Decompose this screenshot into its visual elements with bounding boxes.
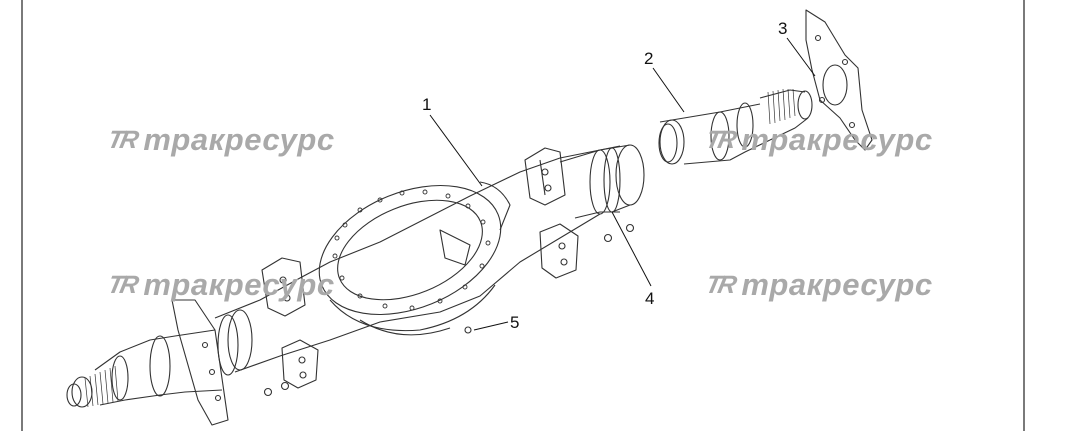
watermark-logo: TR [105, 270, 139, 299]
flange-plate-part-3 [805, 9, 873, 151]
callout-label-5: 5 [510, 313, 520, 332]
watermark-text: тракресурс [741, 122, 933, 157]
watermark-logo: TR [703, 270, 737, 299]
callout-label-2: 2 [644, 49, 654, 68]
axle-housing-part-1 [66, 144, 645, 426]
watermark-top-left: TR тракресурс [105, 122, 335, 158]
leader-line-3 [786, 37, 816, 77]
watermark-text: тракресурс [143, 267, 335, 302]
watermark-top-right: TR тракресурс [703, 122, 933, 158]
watermark-logo: TR [105, 125, 139, 154]
watermark-text: тракресурс [143, 122, 335, 157]
bolts-part-4 [603, 223, 635, 243]
hub-sleeve-part-2 [658, 88, 813, 165]
callout-label-3: 3 [778, 19, 788, 38]
bolt-part-5 [464, 326, 472, 334]
watermark-bottom-left: TR тракресурс [105, 267, 335, 303]
watermark-logo: TR [703, 125, 737, 154]
callout-label-1: 1 [422, 95, 432, 114]
watermark-text: тракресурс [741, 267, 933, 302]
leader-line-1 [429, 114, 483, 187]
watermark-bottom-right: TR тракресурс [703, 267, 933, 303]
leader-line-4 [611, 211, 652, 287]
leader-line-5 [473, 321, 509, 331]
leader-line-2 [652, 67, 685, 113]
leader-lines [429, 37, 816, 331]
callout-label-4: 4 [645, 289, 655, 308]
